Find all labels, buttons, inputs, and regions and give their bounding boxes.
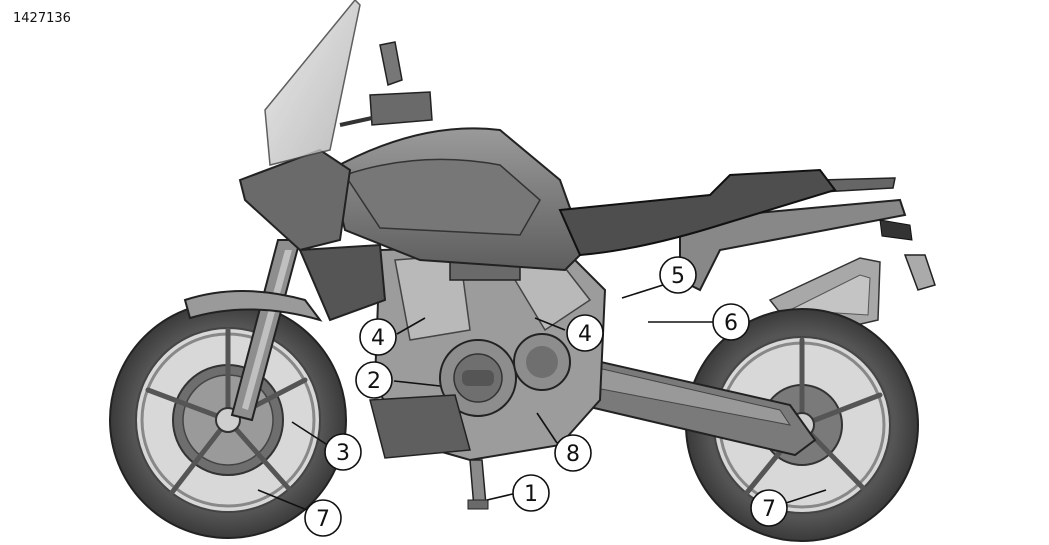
leader-lines	[257, 284, 827, 511]
callout-7-rear: 7	[750, 489, 788, 527]
callout-4-left-label: 4	[371, 326, 385, 351]
callout-8-label: 8	[566, 442, 580, 467]
callout-2-label: 2	[367, 369, 381, 394]
callout-8: 8	[554, 434, 592, 472]
handlebar-and-mirror	[339, 41, 433, 127]
figure-id: 1427136	[13, 11, 71, 26]
callout-1-label: 1	[524, 482, 538, 507]
fuel-tank	[328, 127, 587, 272]
callout-7-front: 7	[304, 499, 342, 537]
callout-6-label: 6	[724, 311, 738, 336]
rear-subframe	[679, 177, 936, 292]
callout-7-front-label: 7	[316, 507, 330, 532]
windshield	[264, 0, 361, 166]
front-fender	[183, 290, 323, 322]
callout-6: 6	[712, 303, 750, 341]
callout-5-label: 5	[671, 264, 685, 289]
callout-4-right-label: 4	[578, 322, 592, 347]
front-wheel	[109, 301, 347, 539]
side-stand	[467, 459, 489, 510]
callout-3: 3	[324, 433, 362, 471]
callout-5: 5	[659, 256, 697, 294]
callout-2: 2	[355, 361, 393, 399]
callout-4-right: 4	[566, 314, 604, 352]
callout-4-left: 4	[359, 318, 397, 356]
callout-7-rear-label: 7	[762, 497, 776, 522]
callout-3-label: 3	[336, 441, 350, 466]
callout-1: 1	[512, 474, 550, 512]
seat	[558, 168, 837, 257]
engine	[369, 243, 607, 462]
front-fairing	[238, 148, 387, 322]
